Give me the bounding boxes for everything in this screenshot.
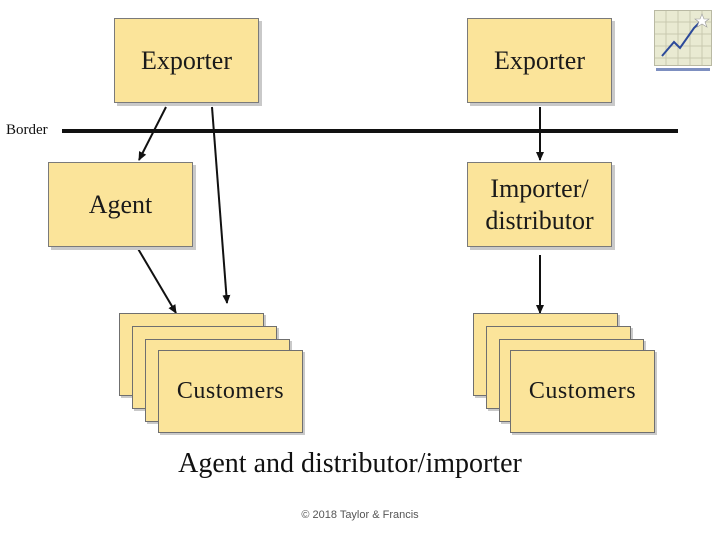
importer-label-line2: distributor: [485, 205, 594, 235]
customers-right-label: Customers: [528, 378, 637, 404]
copyright-notice: © 2018 Taylor & Francis: [301, 509, 419, 521]
chart-logo-icon: [654, 10, 712, 71]
importer-label-line1: Importer/: [490, 174, 589, 204]
exporter-right-box: Exporter: [467, 18, 612, 103]
border-label: Border: [6, 122, 48, 138]
arrow-agent-to-customers: [136, 246, 177, 314]
customers-right-box: Customers: [510, 350, 655, 433]
agent-label: Agent: [88, 189, 153, 219]
customers-left-label: Customers: [176, 378, 285, 404]
exporter-left-box: Exporter: [114, 18, 259, 103]
exporter-left-label: Exporter: [141, 45, 232, 75]
arrow-exporter-to-agent: [138, 106, 167, 161]
customers-left-box: Customers: [158, 350, 303, 433]
exporter-right-label: Exporter: [494, 45, 585, 75]
agent-box: Agent: [48, 162, 193, 247]
diagram-caption: Agent and distributor/importer: [178, 448, 522, 479]
arrow-exporter-to-customers-direct: [211, 106, 231, 304]
importer-distributor-box: Importer/ distributor: [467, 162, 612, 247]
